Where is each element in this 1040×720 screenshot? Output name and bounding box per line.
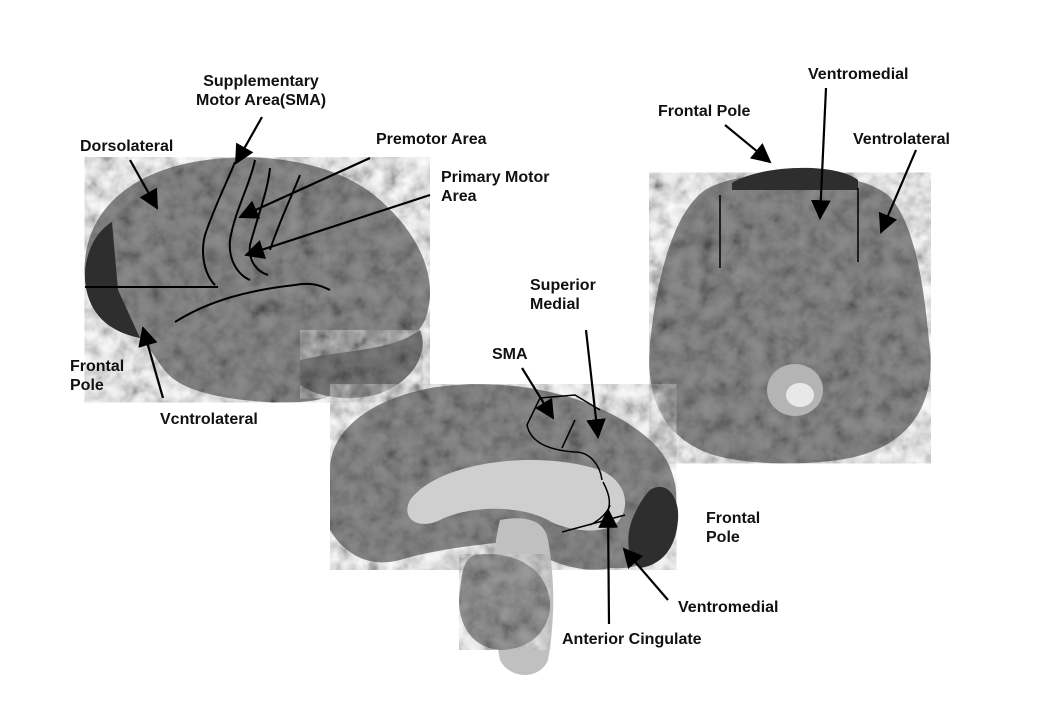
superior-medial-pointer <box>584 329 606 439</box>
ventral-frontal-pole-region <box>732 167 858 190</box>
label-lateral-frontal-pole-line1: Frontal <box>70 358 125 375</box>
label-lateral-ventrolateral: Vcntrolateral <box>160 411 258 428</box>
label-medial-frontal-pole-line2: Pole <box>706 529 740 546</box>
lateral-brain-view <box>84 157 430 403</box>
anterior-cingulate-pointer <box>598 508 619 625</box>
lateral-frontal-pole-region <box>84 222 140 338</box>
ventral-frontal-pole-pointer <box>724 124 772 164</box>
lateral-cerebellum <box>300 330 423 399</box>
label-medial-sma: SMA <box>492 346 528 363</box>
medial-sma-pointer <box>521 367 555 420</box>
label-primary-motor-line1: Primary Motor <box>441 169 550 186</box>
label-medial-ventromedial: Ventromedial <box>678 599 779 616</box>
medial-corpus-callosum <box>407 460 626 531</box>
sma-lateral-pointer <box>235 116 263 165</box>
label-primary-motor-line2: Area <box>441 188 477 205</box>
label-anterior-cingulate: Anterior Cingulate <box>562 631 702 648</box>
lateral-ventrolateral-pointer <box>138 326 165 399</box>
medial-ventromedial-pointer <box>622 547 669 601</box>
lateral-sulci <box>85 159 331 323</box>
medial-brain-view <box>330 384 679 675</box>
label-superior-medial: Superior Medial <box>530 276 596 314</box>
ventral-ventrolateral-pointer <box>878 149 918 234</box>
ventral-pons-bright <box>786 383 814 407</box>
medial-cerebellum <box>459 554 551 650</box>
label-lateral-frontal-pole: Frontal Pole <box>70 357 124 395</box>
label-sma-line2: Motor Area(SMA) <box>196 92 327 109</box>
label-superior-medial-line1: Superior <box>530 277 596 294</box>
leader-lines <box>129 87 918 625</box>
ventral-brain-view <box>649 167 931 464</box>
label-primary-motor-area: Primary Motor Area <box>441 168 549 206</box>
label-ventral-ventromedial: Ventromedial <box>808 66 909 83</box>
label-premotor-area: Premotor Area <box>376 131 487 148</box>
label-ventral-frontal-pole: Frontal Pole <box>658 103 751 120</box>
label-sma-line1: Supplementary <box>203 73 319 90</box>
primary-motor-pointer <box>244 193 431 259</box>
label-medial-frontal-pole-line1: Frontal <box>706 510 761 527</box>
label-dorsolateral: Dorsolateral <box>80 138 174 155</box>
label-supplementary-motor-area: Supplementary Motor Area(SMA) <box>196 72 326 110</box>
lateral-cortex <box>84 157 430 403</box>
label-lateral-frontal-pole-line2: Pole <box>70 377 104 394</box>
label-medial-frontal-pole: Frontal Pole <box>706 509 760 547</box>
premotor-pointer <box>238 156 371 219</box>
label-ventral-ventrolateral: Ventrolateral <box>853 131 950 148</box>
label-superior-medial-line2: Medial <box>530 296 580 313</box>
ventral-ventromedial-pointer <box>810 87 831 220</box>
dorsolateral-pointer <box>129 159 158 210</box>
ventral-boundary-lines <box>719 188 859 268</box>
